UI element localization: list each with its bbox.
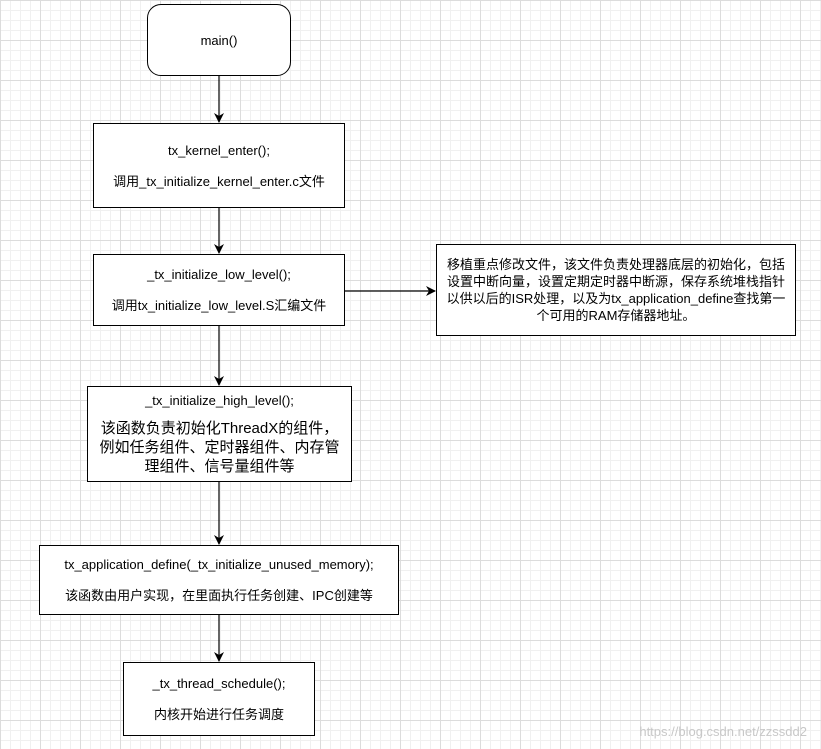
- main-node-label: main(): [200, 32, 238, 48]
- application-define-description: 该函数由用户实现，在里面执行任务创建、IPC创建等: [65, 588, 373, 603]
- watermark-text: https://blog.csdn.net/zzssdd2: [639, 724, 807, 739]
- thread-schedule-node[interactable]: _tx_thread_schedule(); 内核开始进行任务调度: [123, 662, 315, 736]
- low-level-note-text: 移植重点修改文件，该文件负责处理器底层的初始化，包括设置中断向量，设置定期定时器…: [446, 257, 786, 323]
- kernel-enter-node[interactable]: tx_kernel_enter(); 调用_tx_initialize_kern…: [93, 123, 345, 208]
- kernel-enter-function: tx_kernel_enter();: [168, 142, 270, 158]
- thread-schedule-function: _tx_thread_schedule();: [152, 676, 286, 691]
- application-define-function: tx_application_define(_tx_initialize_unu…: [64, 557, 374, 572]
- high-level-function: _tx_initialize_high_level();: [145, 393, 294, 408]
- low-level-function: _tx_initialize_low_level();: [147, 267, 291, 282]
- kernel-enter-description: 调用_tx_initialize_kernel_enter.c文件: [113, 173, 325, 189]
- low-level-note-node[interactable]: 移植重点修改文件，该文件负责处理器底层的初始化，包括设置中断向量，设置定期定时器…: [436, 244, 796, 336]
- main-node[interactable]: main(): [147, 4, 291, 76]
- high-level-description: 该函数负责初始化ThreadX的组件，例如任务组件、定时器组件、内存管理组件、信…: [99, 420, 340, 475]
- low-level-node[interactable]: _tx_initialize_low_level(); 调用tx_initial…: [93, 254, 345, 326]
- low-level-description: 调用tx_initialize_low_level.S汇编文件: [111, 298, 327, 313]
- high-level-node[interactable]: _tx_initialize_high_level(); 该函数负责初始化Thr…: [87, 386, 352, 482]
- application-define-node[interactable]: tx_application_define(_tx_initialize_unu…: [39, 545, 399, 615]
- thread-schedule-description: 内核开始进行任务调度: [153, 707, 284, 722]
